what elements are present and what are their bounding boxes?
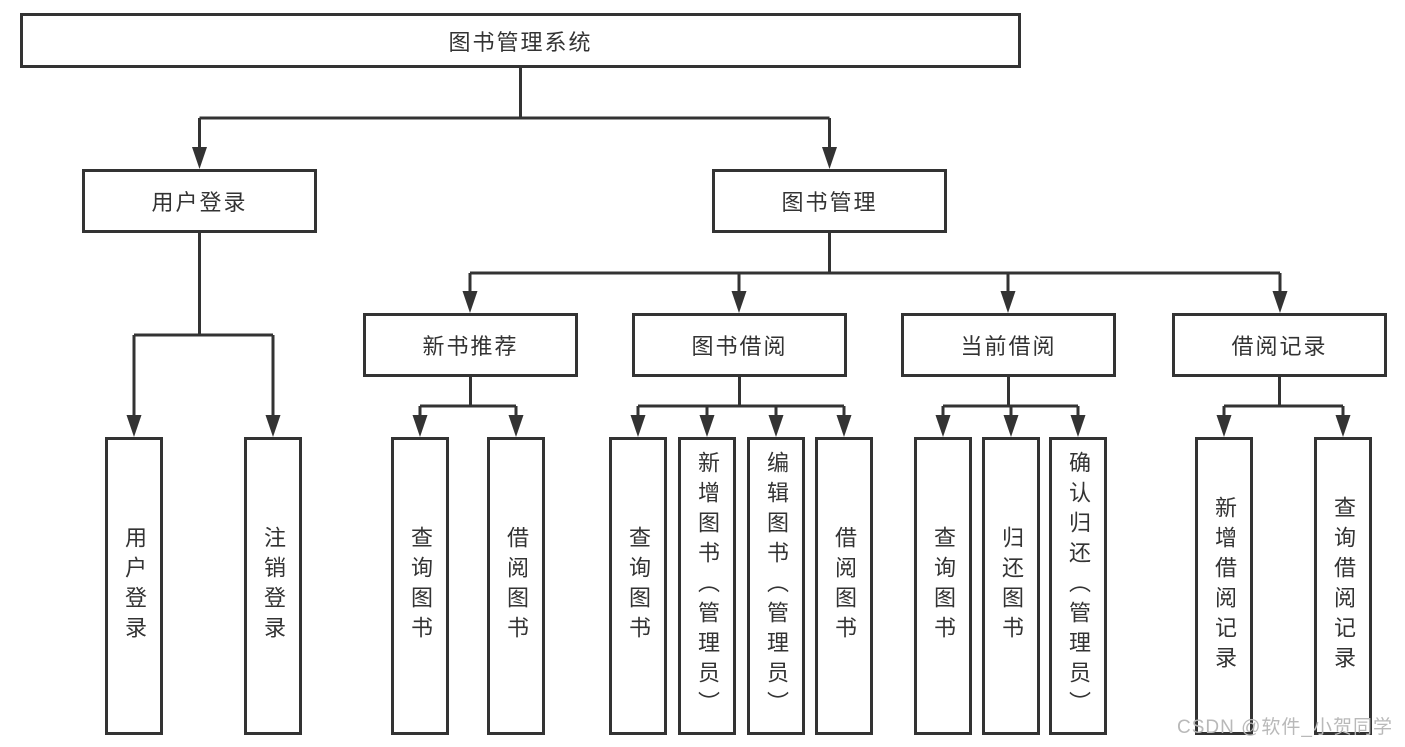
node-user-login: 用户登录 [82, 169, 317, 233]
csdn-watermark: CSDN @软件_小贺同学 [1177, 717, 1393, 738]
node-label: 新书推荐 [422, 334, 519, 359]
connector-user-login-split [132, 233, 275, 418]
node-book-management: 图书管理 [712, 169, 947, 233]
node-label: 当前借阅 [960, 334, 1057, 359]
node-library-management-system: 图书管理系统 [20, 13, 1021, 68]
leaf-label: 借阅图书 [832, 526, 857, 646]
leaf-add-book-admin: 新增图书（管理员） [678, 437, 736, 735]
node-current-borrowing: 当前借阅 [901, 313, 1116, 377]
leaf-confirm-return-admin: 确认归还（管理员） [1049, 437, 1107, 735]
connector-root-split [198, 68, 831, 150]
connector-book-mgmt-split [468, 233, 1282, 294]
leaf-label: 确认归还（管理员） [1066, 451, 1091, 721]
connector-group3-split [941, 377, 1080, 418]
node-new-book-recommendation: 新书推荐 [363, 313, 578, 377]
connector-group2-split [636, 377, 846, 418]
leaf-query-books-recommend: 查询图书 [391, 437, 449, 735]
leaf-label: 新增图书（管理员） [695, 451, 720, 721]
node-borrowing-records: 借阅记录 [1172, 313, 1387, 377]
leaf-label: 注销登录 [261, 526, 286, 646]
leaf-label: 用户登录 [122, 526, 147, 646]
leaf-label: 查询借阅记录 [1331, 496, 1356, 676]
leaf-label: 归还图书 [999, 526, 1024, 646]
leaf-add-borrow-record: 新增借阅记录 [1195, 437, 1253, 735]
node-label: 图书管理系统 [448, 29, 593, 55]
node-label: 图书借阅 [691, 334, 788, 359]
connector-group4-split [1222, 377, 1345, 418]
node-label: 用户登录 [151, 190, 248, 215]
leaf-label: 查询图书 [408, 526, 433, 646]
leaf-label: 编辑图书（管理员） [764, 451, 789, 721]
leaf-query-books-borrow: 查询图书 [609, 437, 667, 735]
leaf-label: 查询图书 [931, 526, 956, 646]
node-label: 借阅记录 [1231, 334, 1328, 359]
leaf-label: 查询图书 [626, 526, 651, 646]
leaf-label: 借阅图书 [504, 526, 529, 646]
leaf-query-books-current: 查询图书 [914, 437, 972, 735]
leaf-borrow-books-recommend: 借阅图书 [487, 437, 545, 735]
node-book-borrowing: 图书借阅 [632, 313, 847, 377]
leaf-label: 新增借阅记录 [1212, 496, 1237, 676]
arrowheads [126, 147, 1351, 437]
connector-group1-split [418, 377, 518, 418]
leaf-logout: 注销登录 [244, 437, 302, 735]
leaf-return-books: 归还图书 [982, 437, 1040, 735]
leaf-query-borrow-record: 查询借阅记录 [1314, 437, 1372, 735]
leaf-user-login: 用户登录 [105, 437, 163, 735]
leaf-borrow-books: 借阅图书 [815, 437, 873, 735]
leaf-edit-book-admin: 编辑图书（管理员） [747, 437, 805, 735]
node-label: 图书管理 [781, 190, 878, 215]
